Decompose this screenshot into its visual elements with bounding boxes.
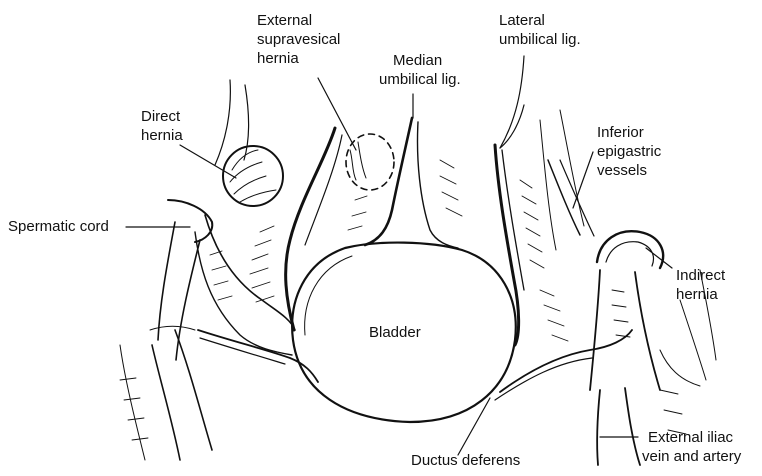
leader-indirect-hernia xyxy=(646,248,672,268)
median-umbilical-fold xyxy=(365,118,412,245)
label-inferior-epigastric-vessels: Inferior epigastric vessels xyxy=(597,123,661,180)
leader-external-supravesical xyxy=(318,78,356,150)
left-umbilical-fold xyxy=(286,128,335,330)
left-peritoneal-fold xyxy=(205,215,295,330)
external-supravesical-hernia-outline xyxy=(346,134,394,190)
spermatic-cord-left xyxy=(168,200,212,242)
external-iliac-vessels xyxy=(597,390,600,465)
ductus-deferens-right xyxy=(500,330,632,392)
label-indirect-hernia: Indirect hernia xyxy=(676,266,725,304)
label-bladder: Bladder xyxy=(369,323,421,342)
label-direct-hernia: Direct hernia xyxy=(141,107,183,145)
label-external-iliac-vein-artery: External iliac vein and artery xyxy=(642,428,741,466)
leader-inferior-epigastric xyxy=(573,152,593,208)
label-external-supravesical-hernia: External supravesical hernia xyxy=(257,11,340,68)
inferior-epigastric-vessels xyxy=(548,160,580,235)
bladder-inner-contour xyxy=(305,256,352,335)
label-ductus-deferens: Ductus deferens xyxy=(411,451,520,470)
label-spermatic-cord: Spermatic cord xyxy=(8,217,109,236)
label-median-umbilical-lig: Median umbilical lig. xyxy=(379,51,461,89)
label-lateral-umbilical-lig: Lateral umbilical lig. xyxy=(499,11,581,49)
